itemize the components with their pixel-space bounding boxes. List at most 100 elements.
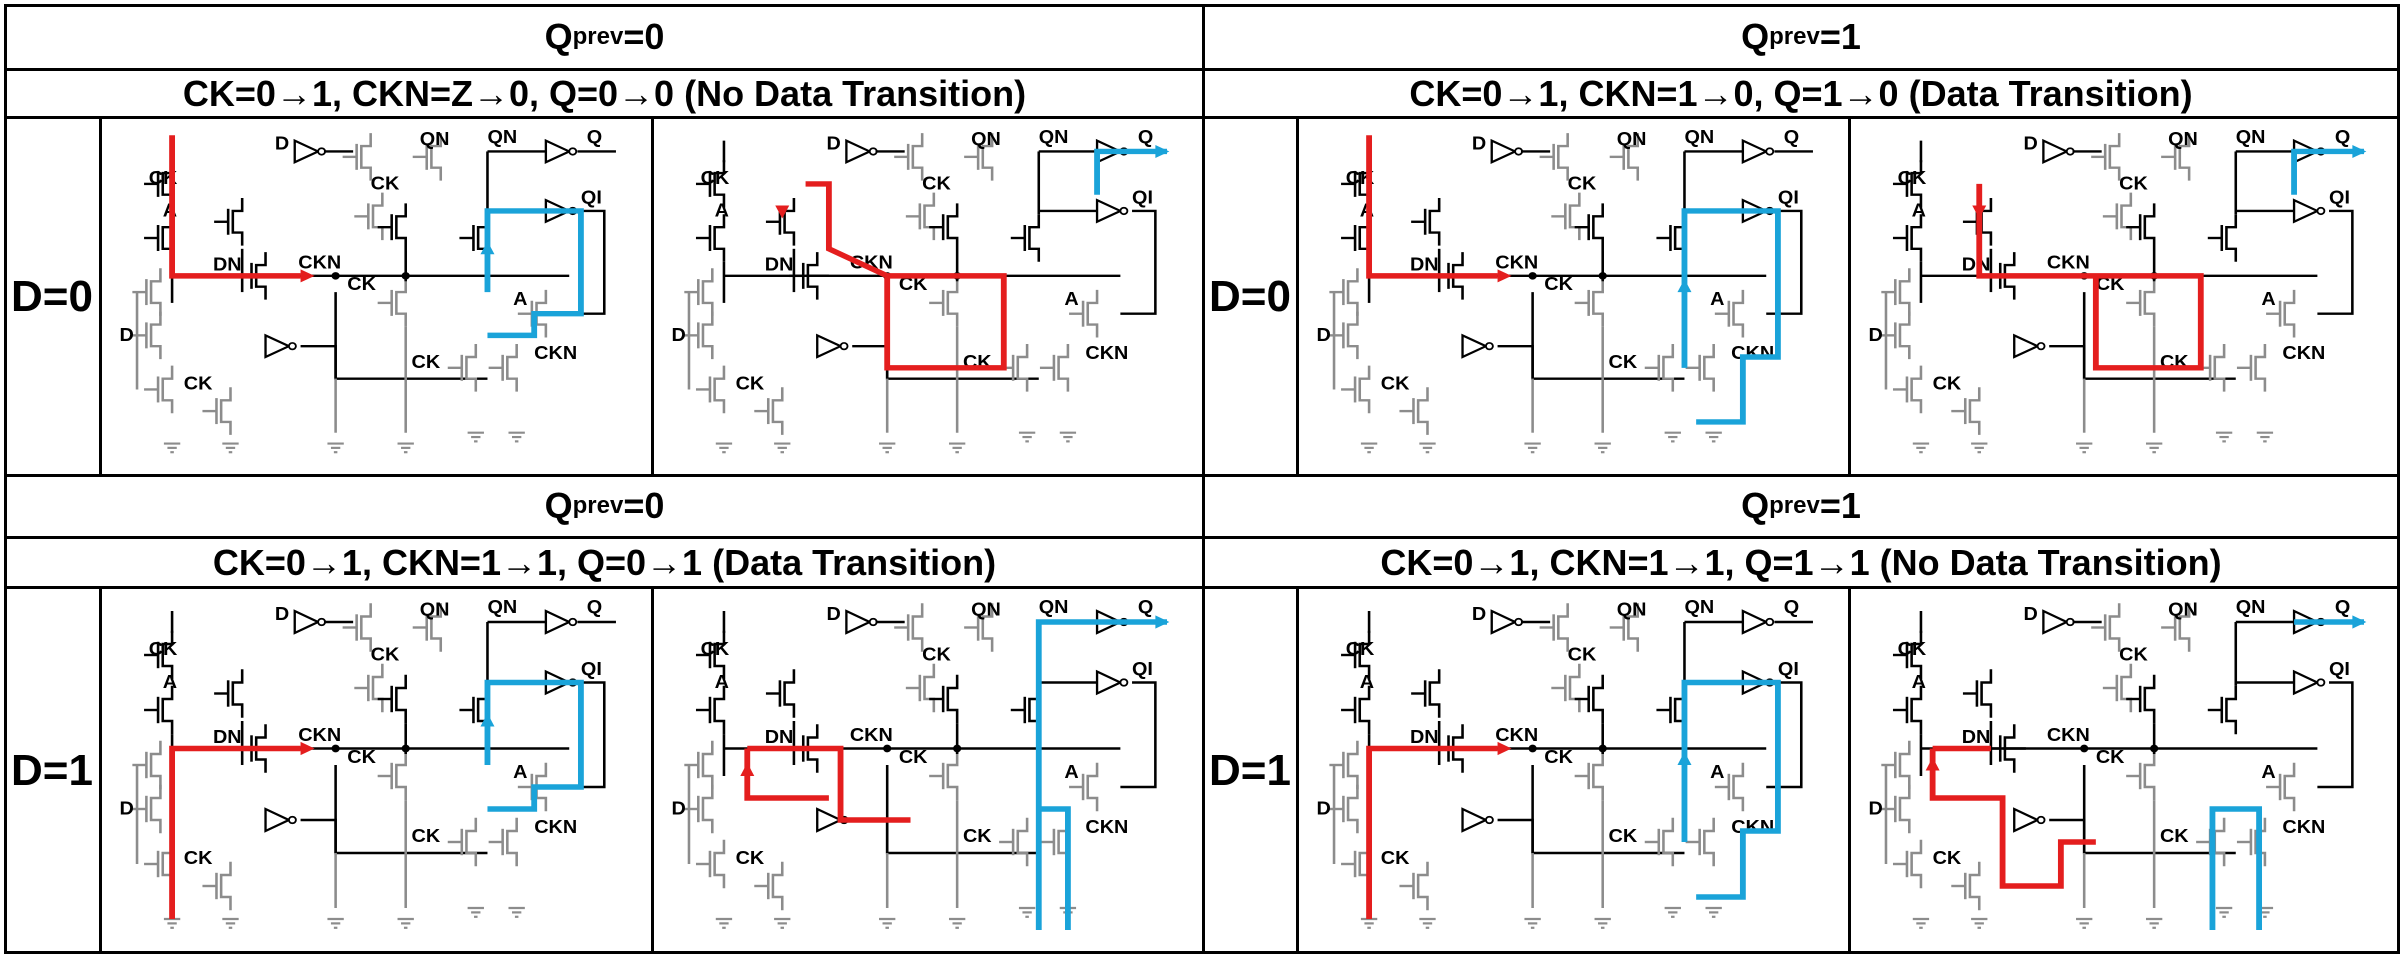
inverter-icon xyxy=(1741,138,1769,165)
transistor-channel xyxy=(701,311,714,360)
transistor-channel xyxy=(1910,365,1923,414)
transistor-symbol xyxy=(1551,663,1581,713)
transistor-symbol xyxy=(1341,365,1371,414)
label-dn: DN xyxy=(765,727,794,747)
inverter-icon xyxy=(293,138,321,165)
active-path-blue xyxy=(1038,806,1071,930)
label-ck-bl: CK xyxy=(184,374,213,394)
transistor-channel xyxy=(1592,751,1604,801)
label-ck-low: CK xyxy=(347,275,376,295)
label-ck-bl: CK xyxy=(1933,848,1962,868)
transistor-symbol xyxy=(929,203,959,251)
label-ckn-r: CKN xyxy=(2282,344,2325,364)
divider xyxy=(1848,586,1851,954)
transistor-symbol xyxy=(1644,344,1675,392)
transistor-symbol xyxy=(214,197,244,246)
label-dn: DN xyxy=(1962,727,1991,747)
inverter-icon xyxy=(1461,807,1489,833)
transistor-symbol xyxy=(964,603,994,652)
junction-dot xyxy=(2080,744,2089,753)
transistor-channel xyxy=(1346,311,1359,360)
transistor-symbol xyxy=(695,839,726,889)
label-d: D xyxy=(827,604,841,624)
label-ck-bl: CK xyxy=(1381,848,1410,868)
arrow-icon xyxy=(2352,144,2367,158)
transistor-channel xyxy=(360,603,372,652)
label-q: Q xyxy=(2335,127,2351,147)
inverter-icon xyxy=(816,333,844,359)
label-ck-r: CK xyxy=(412,826,441,846)
divider xyxy=(4,536,2400,539)
transistor-channel xyxy=(1428,197,1441,246)
label-dn: DN xyxy=(1410,727,1439,747)
junction-dot xyxy=(1598,744,1607,753)
transistor-channel xyxy=(506,344,518,392)
transistor-symbol xyxy=(1411,669,1441,718)
label-a: A xyxy=(715,201,730,221)
wire xyxy=(852,818,1039,855)
transistor-channel xyxy=(1416,387,1429,435)
transistor-symbol xyxy=(1714,289,1745,338)
label-q: Q xyxy=(587,127,603,147)
transistor-symbol xyxy=(2266,762,2296,812)
inverter-bubble xyxy=(1484,815,1494,825)
label-a: A xyxy=(163,672,177,692)
transistor-symbol xyxy=(1892,365,1923,414)
transistor-symbol xyxy=(342,603,372,652)
label-dn: DN xyxy=(1962,255,1991,275)
transistor-symbol xyxy=(1574,674,1604,724)
transistor-symbol xyxy=(929,751,959,801)
transistor-symbol xyxy=(1069,762,1099,812)
inverter-icon xyxy=(816,807,844,833)
inverter-icon xyxy=(1741,609,1769,635)
transistor-symbol xyxy=(2207,685,2238,735)
label-qn: QN xyxy=(1617,130,1647,150)
label-ck: CK xyxy=(149,639,178,659)
label-q: Q xyxy=(1138,127,1154,147)
transistor-channel xyxy=(946,203,959,251)
label-ckn-r: CKN xyxy=(1085,344,1128,364)
divider xyxy=(4,586,2400,589)
label-ck-r: CK xyxy=(412,352,441,372)
transistor-channel xyxy=(1358,630,1371,680)
divider xyxy=(651,586,654,954)
transistor-symbol xyxy=(1644,817,1675,867)
transistor-symbol xyxy=(377,279,407,327)
inverter-icon xyxy=(2013,333,2041,359)
wire xyxy=(2049,344,2236,380)
transistor-channel xyxy=(701,784,714,834)
active-path-blue xyxy=(484,208,584,339)
transistor-symbol xyxy=(488,817,518,867)
transistor-symbol xyxy=(1329,740,1359,790)
label-qi: QI xyxy=(1778,659,1799,679)
label-d: D xyxy=(275,604,289,624)
label-qn: QN xyxy=(1617,600,1647,620)
transistor-channel xyxy=(1557,603,1569,652)
label-a-r: A xyxy=(1064,763,1078,783)
label-dn: DN xyxy=(213,727,242,747)
label-a-r: A xyxy=(2261,763,2275,783)
transistor-channel xyxy=(1898,268,1911,316)
label-qn: QN xyxy=(971,130,1001,150)
transistor-channel xyxy=(1016,817,1029,867)
transistor-channel xyxy=(1898,784,1911,834)
label-ckn-r: CKN xyxy=(534,818,577,838)
label-a-r: A xyxy=(513,763,527,783)
label-ck-low: CK xyxy=(347,747,376,767)
transistor-symbol xyxy=(1574,203,1604,251)
inverter-icon xyxy=(2042,138,2070,165)
transistor-symbol xyxy=(2236,817,2267,867)
transistor-channel xyxy=(371,663,384,713)
divider xyxy=(1296,116,1299,477)
label-ck-low: CK xyxy=(1544,747,1573,767)
inverter-bubble xyxy=(2316,678,2326,687)
junction-dot xyxy=(2150,744,2159,753)
transistor-symbol xyxy=(202,861,232,911)
quadrant-box-3 xyxy=(1202,474,2400,954)
condition-header: CK=0→1, CKN=1→0, Q=1→0 (Data Transition) xyxy=(1409,73,2193,114)
wire xyxy=(1497,818,1685,855)
label-ck-low: CK xyxy=(2096,275,2125,295)
transistor-channel xyxy=(2143,279,2156,327)
